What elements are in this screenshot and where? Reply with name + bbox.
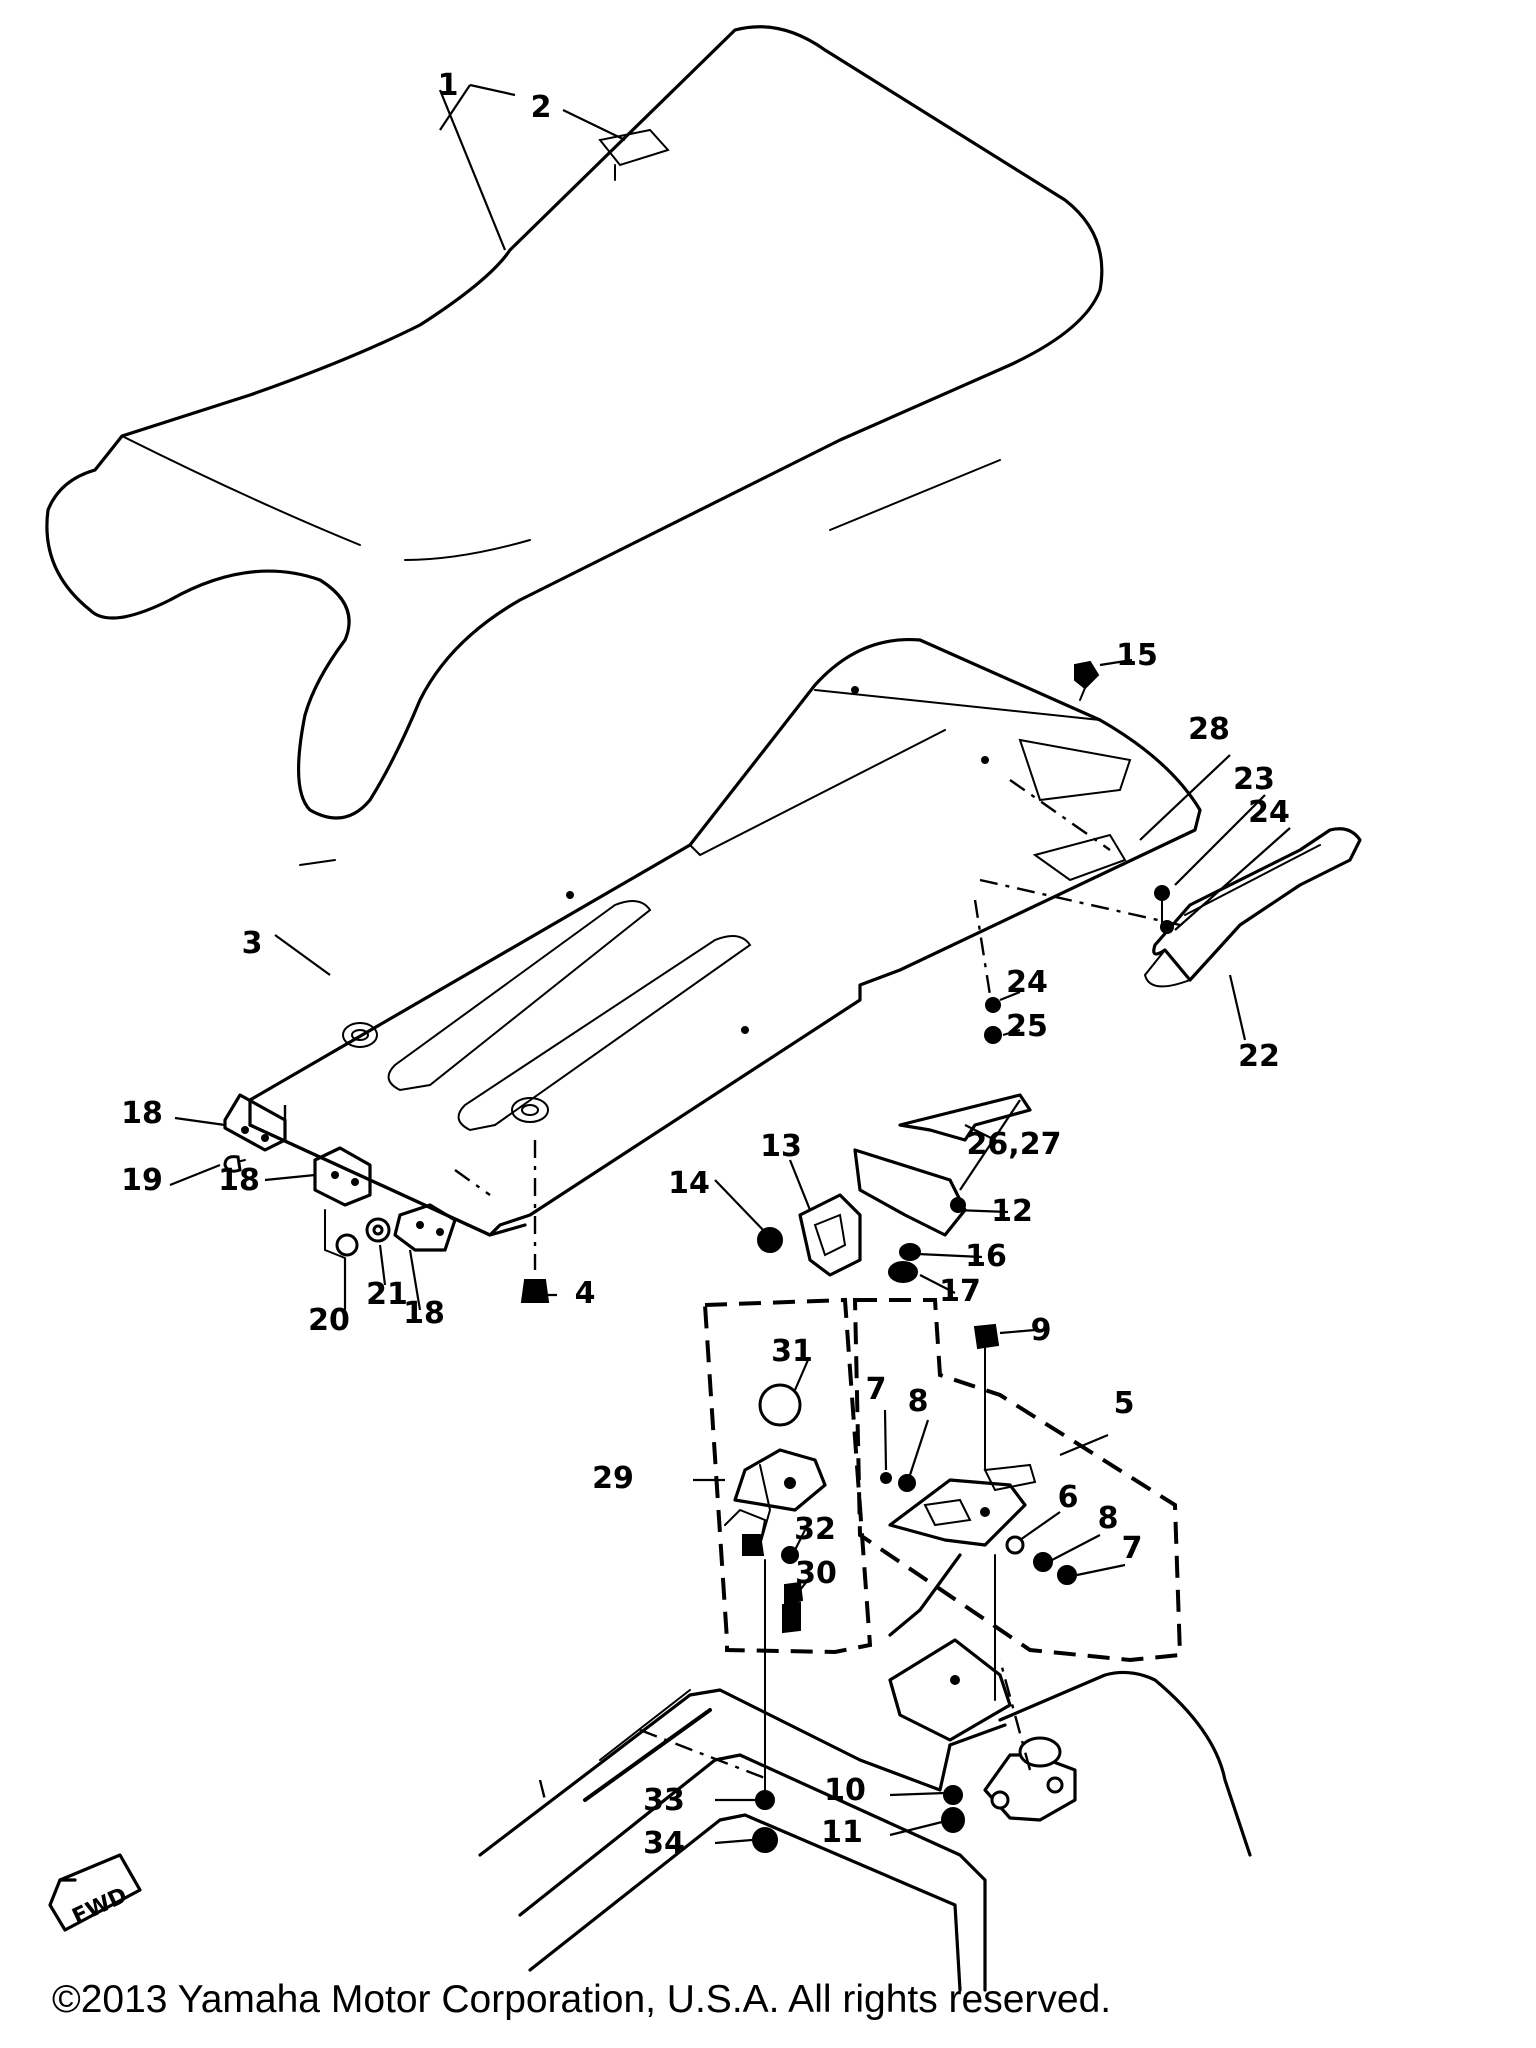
callout-18: 18 — [403, 1296, 445, 1331]
latch-assembly-5 — [852, 1298, 1183, 1663]
callout-3: 3 — [242, 926, 263, 961]
latch-parts-middle — [757, 1093, 1032, 1283]
callout-32: 32 — [794, 1512, 836, 1547]
callout-15: 15 — [1116, 638, 1158, 673]
callout-17: 17 — [939, 1274, 981, 1309]
callout-22: 22 — [1238, 1039, 1280, 1074]
callout-30: 30 — [795, 1556, 837, 1591]
screw-4 — [520, 1140, 550, 1303]
callout-1: 1 — [438, 68, 459, 103]
callout-8: 8 — [1098, 1501, 1119, 1536]
callout-7: 7 — [1122, 1531, 1143, 1566]
callout-labels: 1234567788910111213141516171818181920212… — [121, 68, 1290, 1861]
bracket-group-left — [223, 1093, 457, 1259]
callout-18: 18 — [218, 1163, 260, 1198]
callout-26-27: 26,27 — [967, 1127, 1062, 1162]
callout-16: 16 — [965, 1239, 1007, 1274]
seat-base — [248, 637, 1202, 1237]
callout-5: 5 — [1114, 1386, 1135, 1421]
callout-18: 18 — [121, 1096, 163, 1131]
callout-11: 11 — [821, 1815, 863, 1850]
callout-31: 31 — [771, 1334, 813, 1369]
callout-25: 25 — [1006, 1009, 1048, 1044]
fasteners-right — [973, 660, 1181, 1044]
grab-bar — [1143, 827, 1362, 988]
callout-13: 13 — [760, 1129, 802, 1164]
callout-8: 8 — [908, 1384, 929, 1419]
callout-12: 12 — [991, 1194, 1033, 1229]
callout-10: 10 — [824, 1773, 866, 1808]
callout-34: 34 — [643, 1826, 685, 1861]
hinge-assembly-29 — [693, 1297, 873, 1655]
callout-29: 29 — [592, 1461, 634, 1496]
callout-23: 23 — [1233, 762, 1275, 797]
callout-6: 6 — [1058, 1480, 1079, 1515]
callout-14: 14 — [668, 1166, 710, 1201]
copyright-notice: ©2013 Yamaha Motor Corporation, U.S.A. A… — [52, 1978, 1112, 2021]
callout-9: 9 — [1031, 1313, 1052, 1348]
fwd-arrow-icon: FWD — [48, 1853, 142, 1932]
callout-2: 2 — [531, 90, 552, 125]
callout-20: 20 — [308, 1303, 350, 1338]
callout-7: 7 — [866, 1372, 887, 1407]
callout-19: 19 — [121, 1163, 163, 1198]
leader-lines — [169, 83, 1291, 1845]
callout-21: 21 — [366, 1277, 408, 1312]
callout-24: 24 — [1248, 795, 1290, 830]
seat-cushion — [45, 25, 1104, 866]
callout-4: 4 — [575, 1276, 596, 1311]
hull-deck — [478, 1553, 1252, 1992]
callout-28: 28 — [1188, 712, 1230, 747]
callout-33: 33 — [643, 1783, 685, 1818]
callout-24: 24 — [1006, 965, 1048, 1000]
